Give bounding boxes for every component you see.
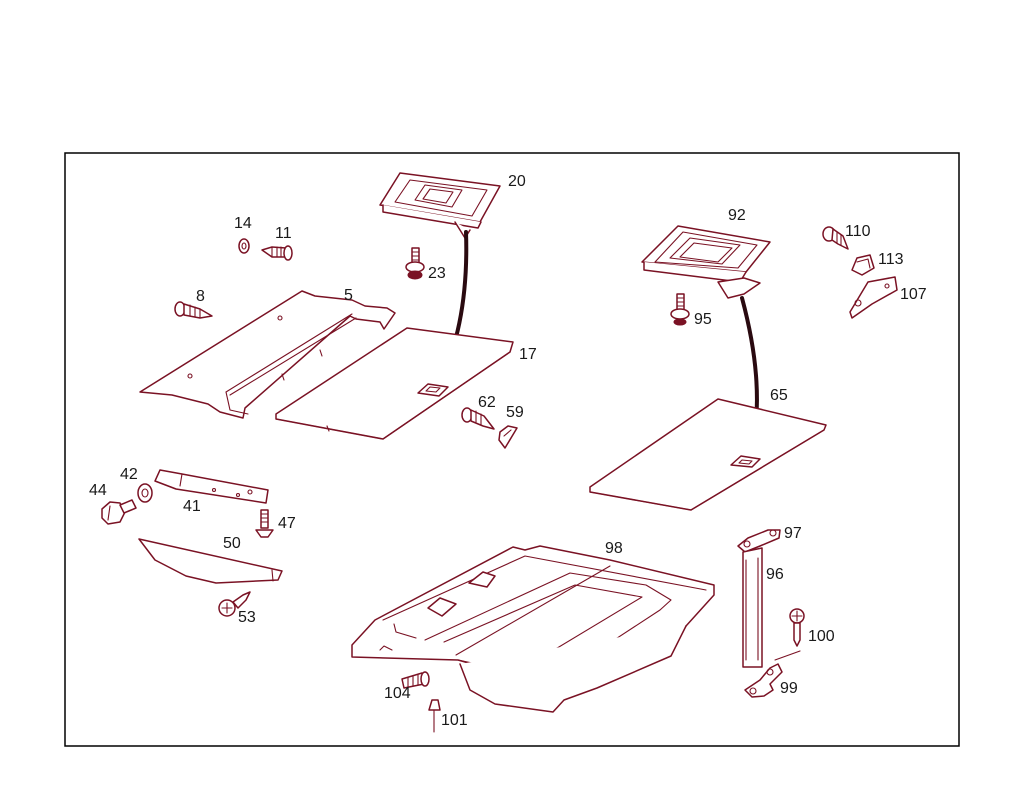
part-53-screw <box>218 591 251 617</box>
callout-92: 92 <box>728 207 746 224</box>
part-59-clip <box>498 425 518 449</box>
callout-23: 23 <box>428 265 446 282</box>
callout-53: 53 <box>238 609 256 626</box>
callout-104: 104 <box>384 685 411 702</box>
part-20-handle <box>379 172 501 239</box>
callout-8: 8 <box>196 288 205 305</box>
part-95-screw <box>670 293 690 326</box>
callout-47: 47 <box>278 515 296 532</box>
callout-101: 101 <box>441 712 468 729</box>
part-65-lid <box>589 398 827 511</box>
callout-98: 98 <box>605 540 623 557</box>
part-50-trim <box>138 538 283 584</box>
callout-17: 17 <box>519 346 537 363</box>
part-104-screw <box>401 671 430 689</box>
callout-96: 96 <box>766 566 784 583</box>
callout-100: 100 <box>808 628 835 645</box>
callout-44: 44 <box>89 482 107 499</box>
part-17-lid <box>275 327 514 440</box>
callout-99: 99 <box>780 680 798 697</box>
part-92-handle <box>641 225 771 299</box>
part-41-bar <box>154 469 269 504</box>
callout-113: 113 <box>878 251 904 268</box>
callout-65: 65 <box>770 387 788 404</box>
part-11-screw <box>261 245 293 261</box>
part-8-screw <box>174 301 213 319</box>
callout-110: 110 <box>845 223 871 240</box>
part-99-hook <box>744 663 783 698</box>
callout-97: 97 <box>784 525 802 542</box>
callout-95: 95 <box>694 311 712 328</box>
part-62-screw <box>461 407 495 430</box>
part-14-washer <box>238 238 250 254</box>
part-101-pin <box>428 699 441 733</box>
part-98-tray <box>351 545 715 713</box>
part-110-screw <box>822 226 849 250</box>
part-47-screw <box>255 509 274 538</box>
part-42-washer <box>137 483 153 503</box>
callout-42: 42 <box>120 466 138 483</box>
part-44-nut <box>101 499 137 525</box>
part-113-clip <box>851 254 875 276</box>
part-100-screw <box>774 608 805 661</box>
part-96-strap <box>742 547 763 668</box>
part-23-screw <box>405 247 425 280</box>
callout-59: 59 <box>506 404 524 421</box>
callout-11: 11 <box>275 225 292 242</box>
callout-50: 50 <box>223 535 241 552</box>
callout-107: 107 <box>900 286 927 303</box>
part-107-bracket <box>849 276 898 319</box>
diagram-frame <box>64 152 960 747</box>
callout-62: 62 <box>478 394 496 411</box>
callout-14: 14 <box>234 215 252 232</box>
callout-41: 41 <box>183 498 201 515</box>
part-5-panel <box>139 290 396 419</box>
callout-5: 5 <box>344 287 353 304</box>
callout-20: 20 <box>508 173 526 190</box>
